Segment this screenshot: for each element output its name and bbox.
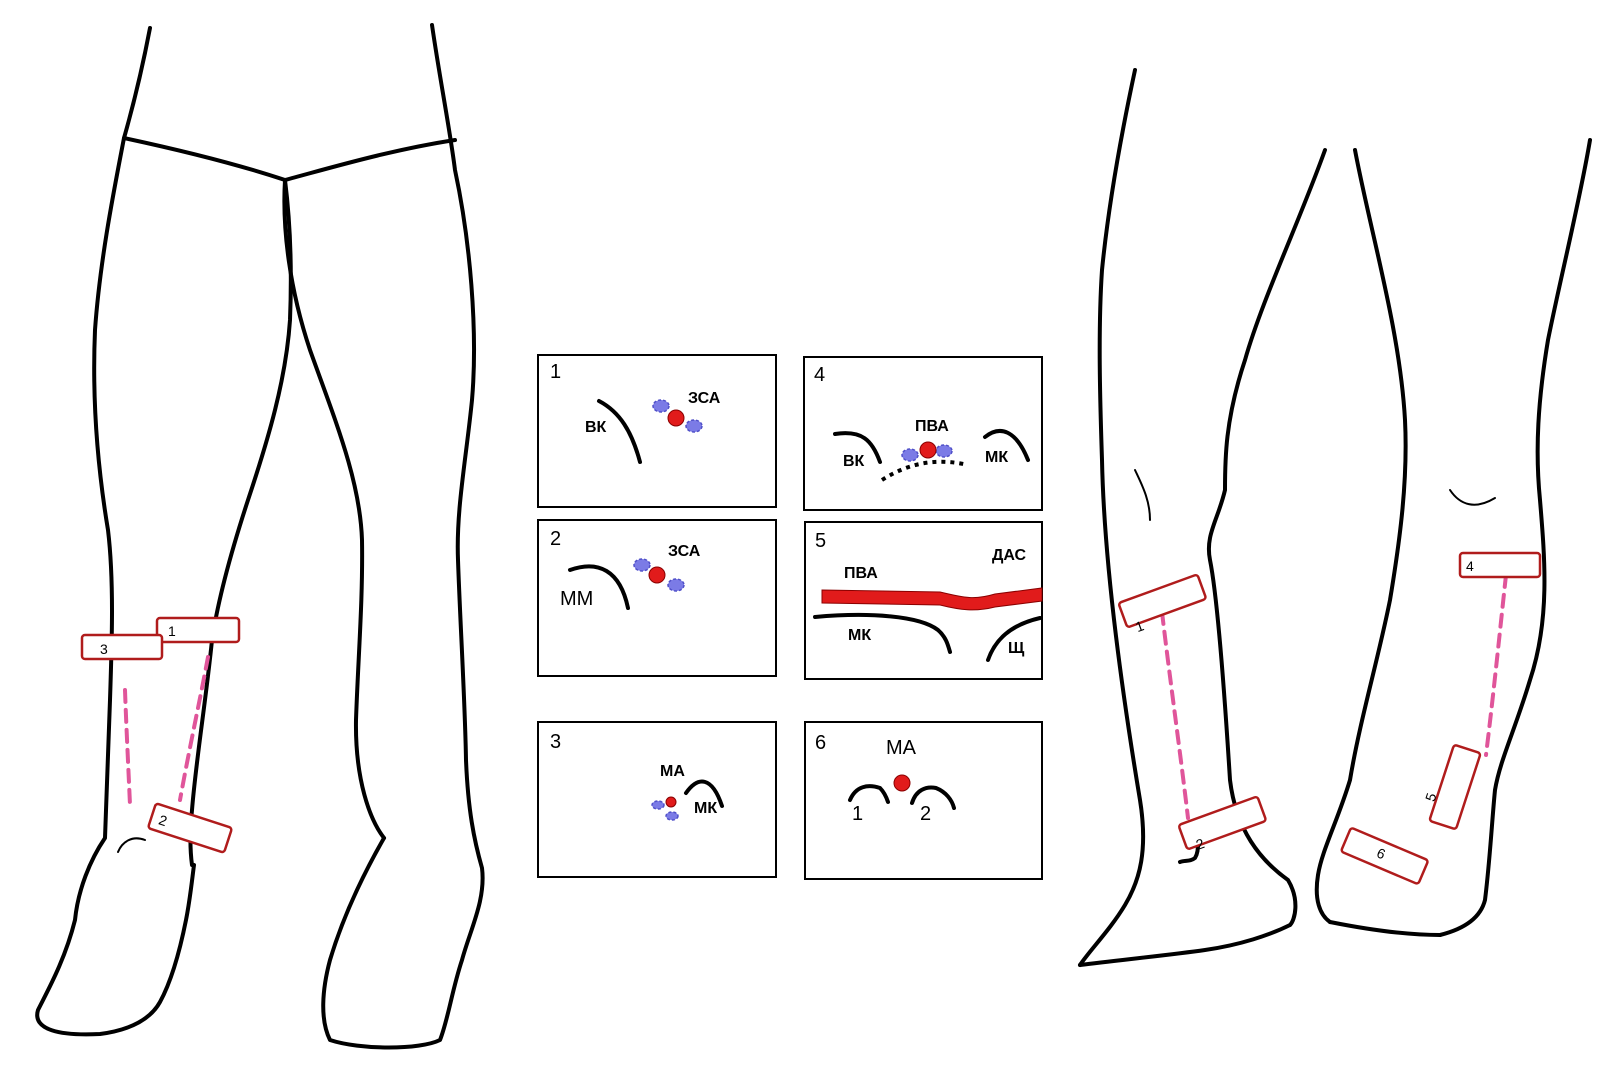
artery-marker <box>893 774 911 792</box>
bone-label: ММ <box>560 588 593 610</box>
side-probe-2: 2 <box>1178 795 1267 853</box>
probe-box <box>1458 551 1542 579</box>
panel-2: 2 ММ ЗСА <box>537 519 777 677</box>
artery-marker <box>648 566 666 584</box>
probe-label: 1 <box>168 623 176 639</box>
probe-box <box>155 616 241 644</box>
vein-marker <box>651 800 665 810</box>
probe-label: 5 <box>1422 791 1440 804</box>
probe-box <box>1340 827 1429 885</box>
bone-label: МК <box>694 800 717 817</box>
right-leg-inner-outline <box>282 178 386 840</box>
side-leg-a-dashed-path <box>1160 610 1190 820</box>
artery-label: ЗСА <box>668 543 701 560</box>
vein-marker <box>685 419 703 433</box>
bone-contour-right <box>910 785 956 810</box>
bone-contour-left <box>833 431 882 464</box>
top-right-label: ДАС <box>992 547 1027 564</box>
vein-marker <box>652 399 670 413</box>
probe-label: 3 <box>100 641 108 657</box>
side-leg-b-front-outline <box>1438 138 1592 937</box>
left-foot-contour <box>117 837 146 853</box>
bone-contour-left <box>813 612 952 654</box>
bone-label: ВК <box>585 419 607 436</box>
side-leg-a-knee-mark <box>1134 469 1151 521</box>
bone-left-label: 1 <box>852 803 863 825</box>
panel-frame <box>804 721 1043 880</box>
artery-marker <box>667 409 685 427</box>
side-probe-1: 1 <box>1118 573 1207 635</box>
vein-marker <box>935 444 953 458</box>
panel-6: 6 МА 1 2 <box>804 721 1043 880</box>
bone-left-label: ВК <box>843 453 865 470</box>
interosseous-membrane <box>880 459 969 482</box>
panel-number: 6 <box>815 732 826 754</box>
side-leg-a-front-outline <box>1206 148 1327 927</box>
probe-box <box>1118 573 1207 628</box>
bone-right-label: 2 <box>920 803 931 825</box>
artery-longitudinal <box>821 587 1043 611</box>
artery-marker <box>919 441 937 459</box>
panel-1: 1 ВК ЗСА <box>537 354 777 508</box>
bone-contour <box>597 399 642 464</box>
bone-right-label: Щ <box>1008 640 1025 657</box>
side-probe-5: 5 <box>1422 744 1482 830</box>
left-probe-2: 2 <box>147 802 233 854</box>
waist-line <box>122 136 457 182</box>
left-leg-dashed-path-1 <box>178 655 210 802</box>
left-legs-figure: 1 3 2 <box>35 23 485 1050</box>
artery-label: МА <box>886 737 917 759</box>
panel-4: 4 ВК МК ПВА <box>803 356 1043 511</box>
artery-label: ПВА <box>844 565 878 582</box>
left-probe-1: 1 <box>155 616 241 644</box>
probe-box <box>1178 795 1267 850</box>
left-leg-inner-outline <box>188 178 293 867</box>
vein-marker <box>665 811 679 821</box>
bone-contour-right <box>986 616 1042 662</box>
bone-contour-left <box>848 784 890 804</box>
probe-label: 4 <box>1466 558 1474 574</box>
bone-left-label: МК <box>848 627 871 644</box>
side-foot-b-outline <box>1328 920 1442 937</box>
panel-frame <box>537 519 777 677</box>
artery-label: ПВА <box>915 418 949 435</box>
probe-box <box>147 802 233 854</box>
bone-right-label: МК <box>985 449 1008 466</box>
left-probe-3: 3 <box>80 633 164 661</box>
side-leg-b-dashed-path <box>1484 573 1508 757</box>
bone-contour-right <box>983 428 1030 462</box>
side-probe-6: 6 <box>1340 827 1429 885</box>
vein-marker <box>901 448 919 462</box>
probe-box <box>80 633 164 661</box>
right-leg-outer-outline <box>321 23 485 1050</box>
bone-contour <box>684 779 724 808</box>
vein-marker <box>667 578 685 592</box>
panel-number: 3 <box>550 731 561 753</box>
artery-label: МА <box>660 763 685 780</box>
panel-number: 4 <box>814 364 825 386</box>
artery-label: ЗСА <box>688 390 721 407</box>
side-leg-b-back-outline <box>1314 148 1408 924</box>
panel-5: 5 ДАС ПВА МК Щ <box>804 521 1043 680</box>
left-leg-outer-outline <box>35 26 196 1037</box>
panel-3: 3 МА МК <box>537 721 777 878</box>
panel-number: 5 <box>815 530 826 552</box>
probe-box <box>1428 744 1482 830</box>
panel-number: 2 <box>550 528 561 550</box>
side-leg-b-knee-mark <box>1449 489 1496 506</box>
panel-number: 1 <box>550 361 561 383</box>
vein-marker <box>633 558 651 572</box>
right-legs-figure: 1 2 4 5 6 <box>1078 68 1592 967</box>
artery-marker <box>665 796 677 808</box>
panel-frame <box>537 721 777 878</box>
side-probe-4: 4 <box>1458 551 1542 579</box>
panel-frame <box>537 354 777 508</box>
side-leg-a-back-outline <box>1078 68 1146 967</box>
bone-contour <box>568 564 630 610</box>
left-leg-dashed-path-3 <box>123 688 132 807</box>
side-foot-a-outline <box>1078 923 1292 967</box>
